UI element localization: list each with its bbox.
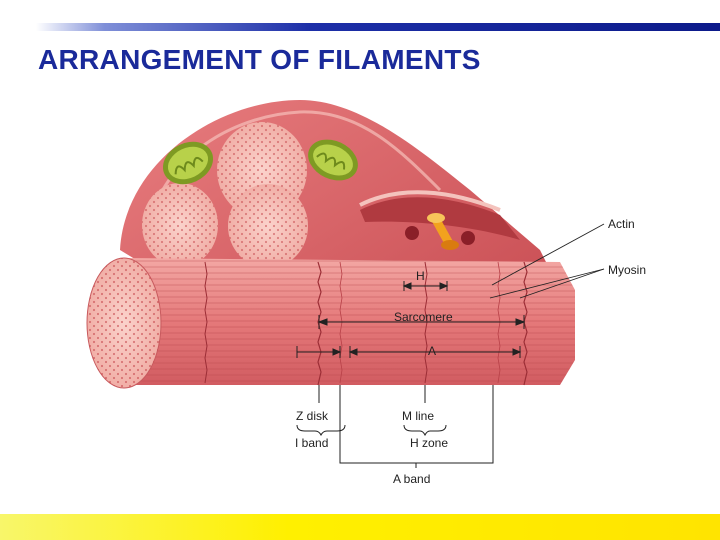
m-line-label: M line <box>402 409 434 423</box>
page-title: ARRANGEMENT OF FILAMENTS <box>38 44 481 75</box>
myosin-leader <box>489 268 605 299</box>
z-disk-label: Z disk <box>296 409 329 423</box>
actin-label: Actin <box>608 217 635 231</box>
h-zone-label: H zone <box>410 436 448 450</box>
a-label: A <box>428 344 436 358</box>
sarcomere-label: Sarcomere <box>394 310 453 324</box>
a-band-label: A band <box>393 472 430 486</box>
capillary-vessel <box>405 213 475 250</box>
sarcomere-marker <box>317 315 526 329</box>
bottom-brackets <box>296 385 494 468</box>
mitochondrion-right <box>308 139 358 181</box>
mitochondrion-left <box>162 141 214 185</box>
i-band-label: I band <box>295 436 328 450</box>
a-band-marker <box>296 346 522 358</box>
actin-leader <box>491 223 605 286</box>
title-rule <box>36 23 720 31</box>
myofibril-upper-group <box>142 122 308 268</box>
myofibril-cut-end <box>86 257 162 389</box>
h-zone-marker <box>402 281 449 291</box>
h-label: H <box>416 269 425 283</box>
bottom-accent-bar <box>0 514 720 540</box>
myosin-label: Myosin <box>608 263 646 277</box>
